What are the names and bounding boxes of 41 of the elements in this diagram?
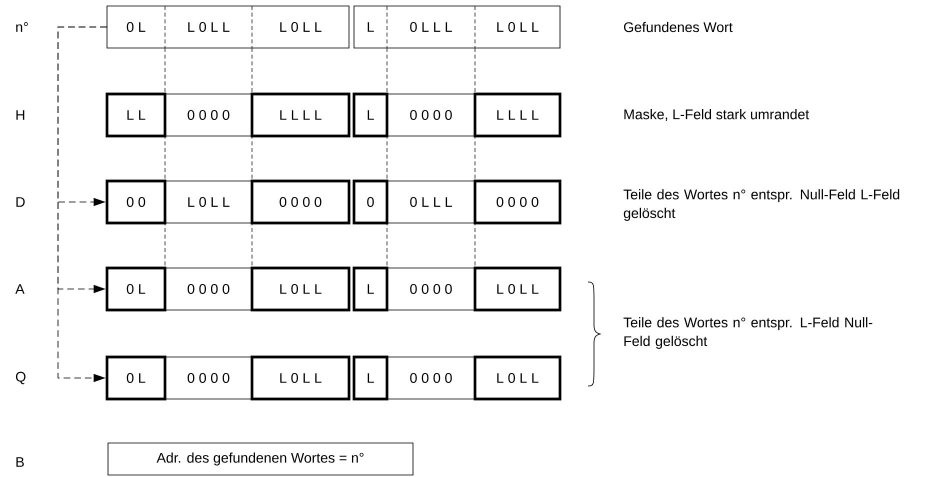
address-box: Adr. des gefundenen Wortes = n° <box>108 442 414 476</box>
register-field: L L <box>106 92 166 138</box>
register-field: 0 0 0 0 <box>164 356 252 400</box>
register-field: 0 L L L <box>386 180 476 224</box>
register-field: 0 <box>352 180 388 224</box>
register-field: L <box>352 92 388 138</box>
register-field: 0 0 0 0 <box>386 356 476 400</box>
register-name: B <box>16 457 24 467</box>
register-field: L 0 L L <box>250 356 350 400</box>
register-field: 0 L <box>106 266 166 312</box>
register-name: Q <box>16 372 26 384</box>
register-field: L 0 L L <box>250 266 350 312</box>
register-name: A <box>15 284 25 294</box>
description-text: Teile des Wortes n° entspr. Null-Feld L-Feld gelöscht <box>624 189 900 221</box>
register-field: 0 L L L <box>410 22 452 32</box>
register-field: L <box>352 356 388 400</box>
register-field: L L L L <box>250 92 350 138</box>
register-name: H <box>16 110 24 120</box>
register-field: L <box>352 266 388 312</box>
register-field: 0 0 0 0 <box>164 94 252 136</box>
register-field: 0 0 0 0 <box>164 268 252 310</box>
register-name: n° <box>16 22 28 32</box>
register-field: 0 0 0 0 <box>250 180 350 224</box>
register-field: 0 L <box>106 356 166 400</box>
register-field: 0 0 0 0 <box>474 180 562 224</box>
register-field: L <box>368 22 374 32</box>
register-field: 0 0 0 0 <box>386 94 476 136</box>
register-field: L L L L <box>474 92 562 138</box>
description-text: Teile des Wortes n° entspr. L-Feld Null-Feld gelöscht <box>624 317 872 349</box>
register-name: D <box>16 197 25 207</box>
description-text: Gefundenes Wort <box>624 22 733 32</box>
register-field: L 0 L L <box>188 22 230 32</box>
register-field: 0 0 0 0 <box>386 268 476 310</box>
description-text: Maske, L-Feld stark umrandet <box>624 109 810 121</box>
register-field: L 0 L L <box>164 180 252 224</box>
register-field: L 0 L L <box>474 266 562 312</box>
register-field: 0 L <box>126 22 146 32</box>
register-field: L 0 L L <box>497 22 538 32</box>
register-field: L 0 L L <box>280 22 322 32</box>
register-field: L 0 L L <box>474 356 562 400</box>
register-field: 0 0 <box>106 180 166 224</box>
